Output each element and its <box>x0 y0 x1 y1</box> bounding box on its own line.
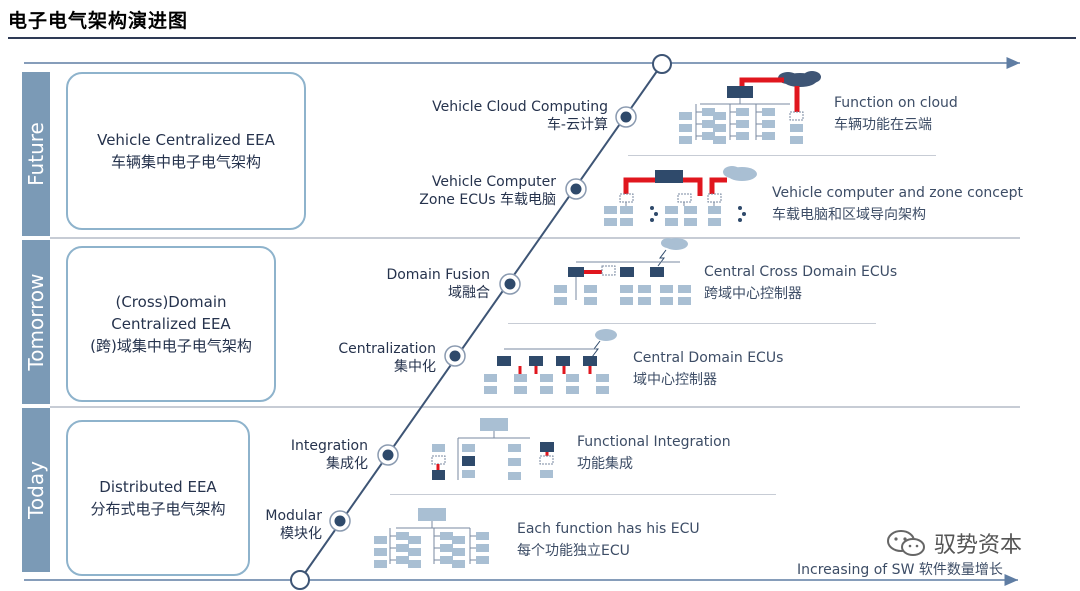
caption-cross-domain-cn: 跨域中心控制器 <box>704 286 802 302</box>
box-distributed-en: Distributed EEA <box>99 478 217 496</box>
stage-label-domain-fusion-en: Domain Fusion <box>386 267 490 283</box>
caption-central-domain-cn: 域中心控制器 <box>633 372 717 388</box>
box-domain-centralized-cn: (跨)域集中电子电气架构 <box>90 337 252 355</box>
box-distributed: Distributed EEA 分布式电子电气架构 <box>66 420 250 576</box>
caption-cloud-en: Function on cloud <box>834 95 958 111</box>
separator-domain-fusion <box>508 323 876 324</box>
stage-label-domain-fusion-cn: 域融合 <box>448 285 490 301</box>
footer-sw-increase: Increasing of SW 软件数量增长 <box>797 562 1003 578</box>
diagram-central-domain <box>484 329 617 394</box>
end-node <box>652 54 672 74</box>
caption-functional-integration: Functional Integration 功能集成 <box>577 431 731 475</box>
caption-central-domain-en: Central Domain ECUs <box>633 350 784 366</box>
separator-future-tomorrow <box>50 237 1020 239</box>
separator-cloud <box>628 155 936 156</box>
caption-cross-domain-en: Central Cross Domain ECUs <box>704 264 898 280</box>
stage-label-vehicle-computer: Vehicle Computer Zone ECUs 车载电脑 <box>419 173 556 209</box>
stage-label-integration-cn: 集成化 <box>326 456 368 472</box>
caption-cloud: Function on cloud 车辆功能在云端 <box>834 92 958 136</box>
stage-label-centralization-cn: 集中化 <box>394 359 436 375</box>
stage-label-cloud-en: Vehicle Cloud Computing <box>432 99 608 115</box>
diagram-functional-integration <box>431 418 554 480</box>
stage-label-modular-en: Modular <box>265 508 322 524</box>
stage-label-modular: Modular 模块化 <box>265 507 322 543</box>
box-vehicle-centralized-en: Vehicle Centralized EEA <box>97 131 275 149</box>
separator-integration <box>390 494 776 495</box>
stage-label-integration-en: Integration <box>290 438 368 454</box>
diagram-each-function-ecu <box>374 508 490 568</box>
stage-node-vehicle-computer <box>565 178 587 200</box>
caption-functional-integration-en: Functional Integration <box>577 434 731 450</box>
stage-label-cloud-cn: 车-云计算 <box>546 117 608 133</box>
caption-vehicle-computer: Vehicle computer and zone concept 车载电脑和区… <box>772 182 1023 226</box>
caption-cross-domain: Central Cross Domain ECUs 跨域中心控制器 <box>704 261 897 305</box>
wechat-icon <box>887 530 925 556</box>
stage-node-modular <box>329 510 351 532</box>
stage-label-integration: Integration 集成化 <box>291 437 368 473</box>
caption-functional-integration-cn: 功能集成 <box>577 456 633 472</box>
title-rule <box>8 37 1076 39</box>
caption-each-function-cn: 每个功能独立ECU <box>517 543 630 559</box>
diagram-vehicle-computer <box>604 166 757 226</box>
stage-label-vehicle-computer-cn: Zone ECUs 车载电脑 <box>419 192 556 208</box>
box-domain-centralized: (Cross)Domain Centralized EEA (跨)域集中电子电气… <box>66 246 276 402</box>
caption-each-function: Each function has his ECU 每个功能独立ECU <box>517 518 700 562</box>
box-domain-centralized-en1: (Cross)Domain <box>115 293 227 311</box>
caption-vehicle-computer-en: Vehicle computer and zone concept <box>772 185 1023 201</box>
caption-central-domain: Central Domain ECUs 域中心控制器 <box>633 347 783 391</box>
box-vehicle-centralized: Vehicle Centralized EEA 车辆集中电子电气架构 <box>66 72 306 230</box>
page-title: 电子电气架构演进图 <box>8 10 189 32</box>
stage-node-cloud <box>615 106 637 128</box>
box-distributed-cn: 分布式电子电气架构 <box>90 500 226 518</box>
watermark-text: 驭势资本 <box>934 533 1023 558</box>
caption-vehicle-computer-cn: 车载电脑和区域导向架构 <box>772 207 926 223</box>
stage-label-cloud: Vehicle Cloud Computing 车-云计算 <box>432 98 608 134</box>
watermark: 驭势资本 <box>886 527 1022 559</box>
band-today: Today <box>22 408 50 572</box>
caption-cloud-cn: 车辆功能在云端 <box>834 117 932 133</box>
stage-label-modular-cn: 模块化 <box>280 526 322 542</box>
stage-label-centralization-en: Centralization <box>338 341 436 357</box>
stage-label-centralization: Centralization 集中化 <box>338 340 436 376</box>
stage-node-centralization <box>444 345 466 367</box>
stage-node-domain-fusion <box>499 273 521 295</box>
diagram-cross-domain <box>554 238 691 305</box>
stage-label-domain-fusion: Domain Fusion 域融合 <box>386 266 490 302</box>
box-vehicle-centralized-cn: 车辆集中电子电气架构 <box>110 153 261 171</box>
evolution-line <box>299 63 663 581</box>
start-node <box>290 570 310 590</box>
stage-node-integration <box>377 444 399 466</box>
separator-tomorrow-today <box>50 406 1020 408</box>
stage-label-vehicle-computer-en: Vehicle Computer <box>431 174 556 190</box>
caption-each-function-en: Each function has his ECU <box>517 521 700 537</box>
diagram-cloud-function <box>679 71 821 144</box>
band-future: Future <box>22 72 50 236</box>
box-domain-centralized-en2: Centralized EEA <box>111 315 231 333</box>
band-tomorrow: Tomorrow <box>22 240 50 404</box>
